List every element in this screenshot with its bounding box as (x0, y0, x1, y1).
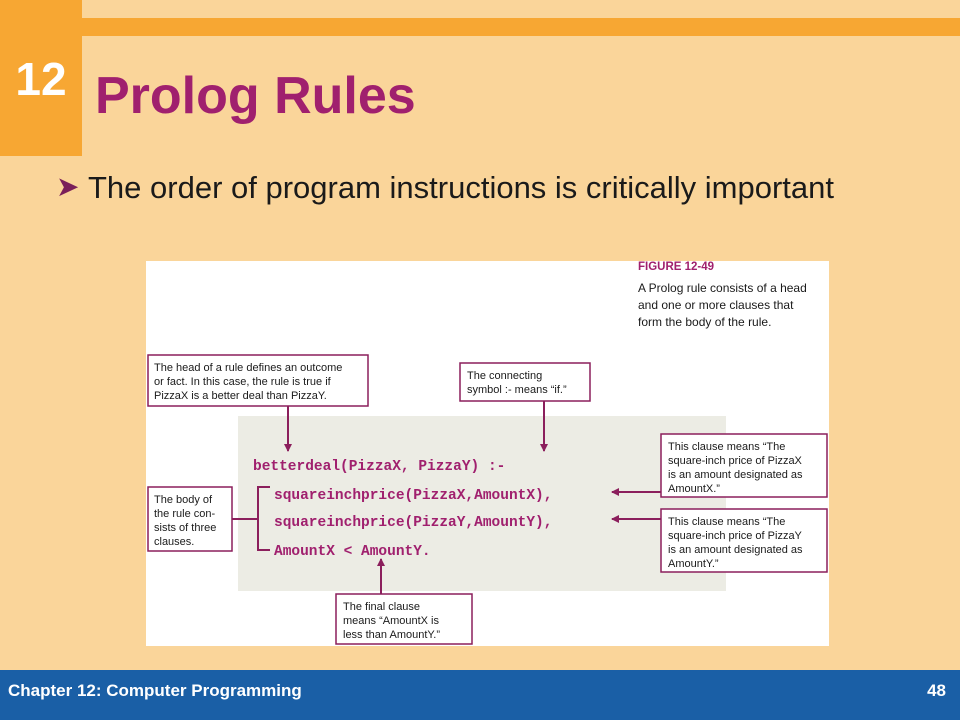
footer-chapter: Chapter 12: Computer Programming (8, 681, 302, 700)
bullet-text: The order of program instructions is cri… (88, 170, 834, 205)
caption-line: and one or more clauses that (638, 298, 794, 312)
bullet-point: ➤ The order of program instructions is c… (56, 168, 916, 208)
clause-y-callout-box (660, 508, 828, 573)
page-number: 48 (927, 681, 946, 700)
slide-title: Prolog Rules (95, 67, 416, 125)
caption-line: form the body of the rule. (638, 315, 771, 329)
arrow-bullet-icon: ➤ (56, 171, 80, 202)
footer-bar: Chapter 12: Computer Programming 48 (0, 670, 960, 720)
head-callout-line: The head of a rule defines an outcome (154, 362, 342, 374)
clause-y-callout-line: square-inch price of PizzaY (668, 530, 803, 542)
connector-callout-line: symbol :- means “if.” (467, 384, 567, 396)
head-callout-line: or fact. In this case, the rule is true … (154, 376, 332, 388)
figure-label: FIGURE 12-49 (638, 261, 714, 273)
clause-x-callout-line: AmountX.” (668, 483, 720, 495)
chapter-badge: 12 (0, 0, 82, 156)
connector-callout-line: The connecting (467, 370, 542, 382)
clause-x-callout-box (660, 433, 828, 498)
head-callout-line: PizzaX is a better deal than PizzaY. (154, 390, 327, 402)
code-panel (238, 416, 726, 591)
final-callout-line: The final clause (343, 601, 420, 613)
clause-y-callout-line: AmountY.” (668, 558, 719, 570)
body-callout-line: clauses. (154, 536, 194, 548)
figure-image: FIGURE 12-49 A Prolog rule consists of a… (146, 261, 829, 646)
clause-y-callout-line: This clause means “The (668, 516, 785, 528)
final-callout-box (335, 593, 473, 645)
clause-x-callout-line: is an amount designated as (668, 469, 803, 481)
body-callout-line: The body of (154, 494, 213, 506)
code-line-head: betterdeal(PizzaX, PizzaY) :- (253, 459, 505, 475)
final-callout-line: means “AmountX is (343, 615, 439, 627)
body-callout-line: the rule con- (154, 508, 215, 520)
clause-x-callout-line: square-inch price of PizzaX (668, 455, 803, 467)
top-accent-bar (82, 18, 960, 36)
code-line-clause-2: squareinchprice(PizzaY,AmountY), (274, 515, 552, 531)
caption-line: A Prolog rule consists of a head (638, 281, 807, 295)
head-callout-box (147, 354, 369, 407)
connector-callout-box (459, 362, 591, 402)
code-line-clause-1: squareinchprice(PizzaX,AmountX), (274, 488, 552, 504)
final-callout-line: less than AmountY.” (343, 629, 440, 641)
clause-x-callout-line: This clause means “The (668, 441, 785, 453)
chapter-number: 12 (15, 53, 67, 105)
body-callout-line: sists of three (154, 522, 216, 534)
clause-y-callout-line: is an amount designated as (668, 544, 803, 556)
code-line-clause-3: AmountX < AmountY. (274, 544, 431, 560)
figure-diagram: FIGURE 12-49 A Prolog rule consists of a… (147, 261, 828, 645)
